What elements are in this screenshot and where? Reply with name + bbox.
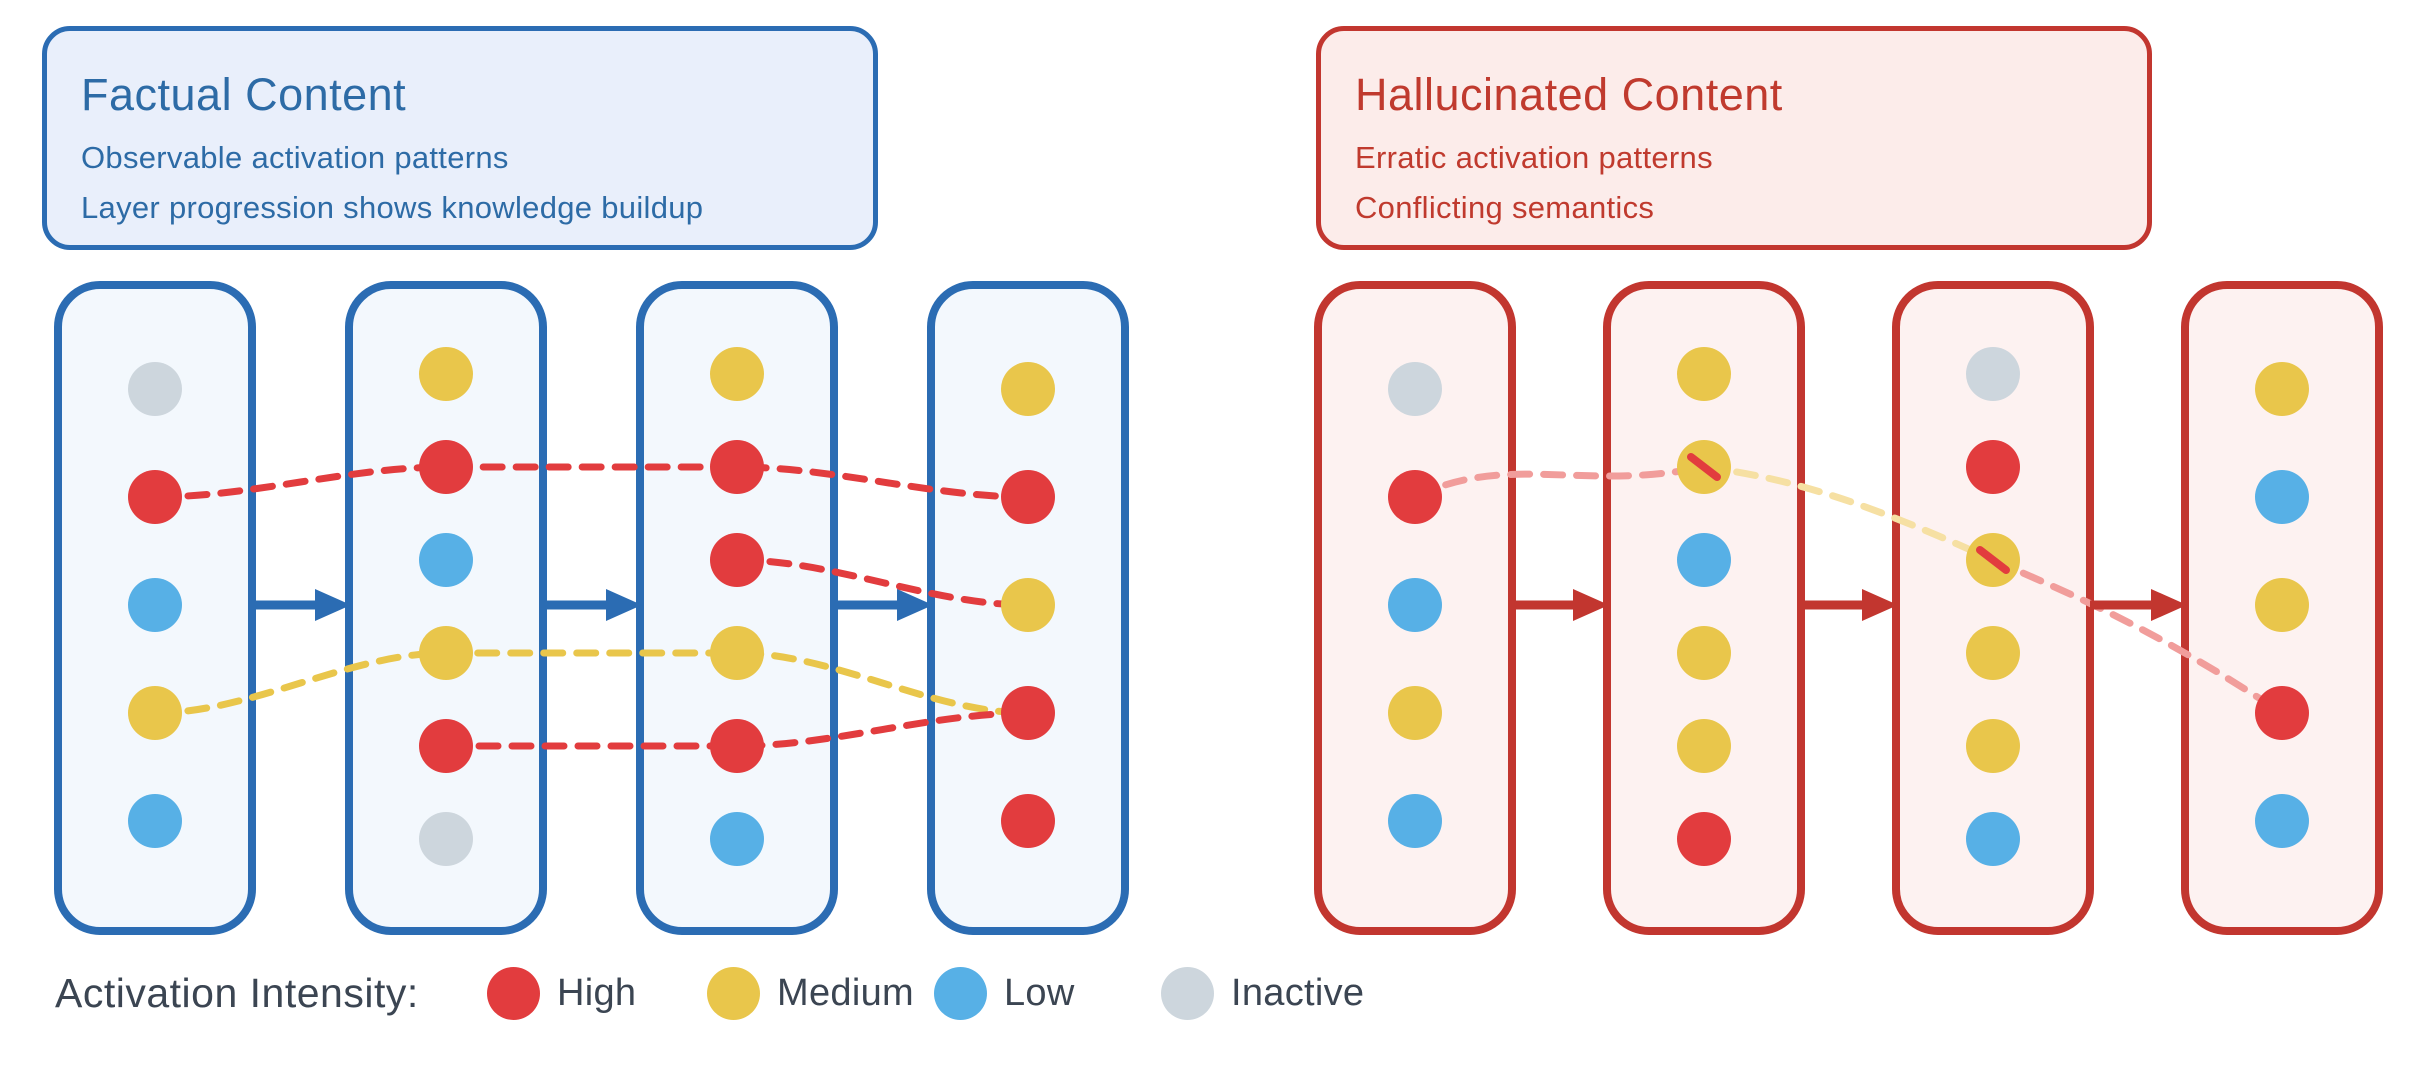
factual-neuron-dot-medium (1001, 578, 1055, 632)
factual-subtitle-1: Observable activation patterns (81, 140, 509, 175)
hallucinated-conflict-tick-icon (1976, 546, 2010, 574)
hallucinated-neuron-dot-inactive (1966, 347, 2020, 401)
hallucinated-activation-trace-2 (1700, 463, 1997, 564)
legend-item-label: High (557, 971, 637, 1014)
hallucinated-neuron-dot-low (1388, 578, 1442, 632)
medium-intensity-dot-icon (707, 966, 760, 1020)
hallucinated-arrow-head-icon (1573, 589, 1609, 621)
factual-neuron-dot-inactive (128, 362, 182, 416)
hallucinated-neuron-dot-high (1388, 470, 1442, 524)
factual-neuron-dot-medium (419, 347, 473, 401)
legend-label: Activation Intensity: (55, 970, 419, 1016)
factual-neuron-dot-high (1001, 686, 1055, 740)
hallucinated-neuron-dot-medium (1388, 686, 1442, 740)
factual-activation-trace-1 (151, 463, 1032, 501)
factual-neuron-dot-medium (1001, 362, 1055, 416)
factual-neuron-dot-inactive (419, 812, 473, 866)
factual-neuron-dot-high (419, 440, 473, 494)
factual-subtitle-2: Layer progression shows knowledge buildu… (81, 190, 704, 225)
hallucinated-neuron-dot-high (1677, 812, 1731, 866)
activation-intensity-legend: Activation Intensity: High Medium Low In… (0, 962, 2413, 1024)
hallucinated-neuron-dot-medium (1966, 626, 2020, 680)
factual-title: Factual Content (81, 69, 407, 120)
hallucinated-neuron-dot-low (2255, 470, 2309, 524)
hallucinated-neuron-dot-medium (1677, 347, 1731, 401)
hallucinated-neuron-dot-medium (2255, 362, 2309, 416)
factual-neuron-dot-low (710, 812, 764, 866)
factual-arrow-head-icon (606, 589, 642, 621)
high-intensity-dot-icon (487, 966, 540, 1020)
hallucinated-arrow-head-icon (2151, 589, 2187, 621)
factual-arrow-head-icon (315, 589, 351, 621)
legend-item-label: Low (1004, 971, 1075, 1014)
legend-item-label: Medium (777, 971, 914, 1014)
factual-neuron-dot-medium (710, 626, 764, 680)
hallucinated-neuron-dot-high (1966, 440, 2020, 494)
hallucinated-neuron-dot-low (1388, 794, 1442, 848)
hallucinated-neuron-dot-medium (1966, 719, 2020, 773)
low-intensity-dot-icon (934, 966, 987, 1020)
factual-activation-trace-3 (151, 649, 1032, 717)
inactive-intensity-dot-icon (1161, 966, 1214, 1020)
factual-arrow-head-icon (897, 589, 933, 621)
factual-neuron-dot-high (710, 533, 764, 587)
hallucinated-activation-trace-1 (1411, 463, 1708, 501)
factual-neuron-dot-high (710, 440, 764, 494)
hallucinated-neuron-dot-high (2255, 686, 2309, 740)
hallucinated-neuron-dot-medium (1677, 719, 1731, 773)
factual-neuron-dot-medium (128, 686, 182, 740)
hallucinated-activation-trace-3 (1989, 556, 2286, 717)
legend-item-low: Low (934, 962, 1075, 1024)
legend-item-medium: Medium (707, 962, 914, 1024)
factual-neuron-dot-low (128, 794, 182, 848)
hallucinated-subtitle-2: Conflicting semantics (1355, 190, 1655, 225)
factual-neuron-dot-high (1001, 470, 1055, 524)
hallucinated-neuron-dot-inactive (1388, 362, 1442, 416)
factual-neuron-dot-high (419, 719, 473, 773)
factual-neuron-dot-low (128, 578, 182, 632)
factual-activation-trace-4 (442, 709, 1032, 750)
hallucinated-conflict-tick-icon (1687, 453, 1721, 481)
factual-neuron-dot-medium (710, 347, 764, 401)
hallucinated-title: Hallucinated Content (1355, 69, 1783, 120)
hallucinated-neuron-dot-low (2255, 794, 2309, 848)
hallucinated-header-box: Hallucinated Content Erratic activation … (1316, 26, 2152, 250)
legend-item-inactive: Inactive (1161, 962, 1364, 1024)
legend-item-label: Inactive (1231, 971, 1365, 1014)
hallucinated-neuron-dot-medium (2255, 578, 2309, 632)
factual-neuron-dot-low (419, 533, 473, 587)
hallucinated-arrow-head-icon (1862, 589, 1898, 621)
factual-neuron-dot-medium (419, 626, 473, 680)
hallucinated-neuron-dot-low (1966, 812, 2020, 866)
factual-neuron-dot-high (1001, 794, 1055, 848)
hallucinated-neuron-dot-low (1677, 533, 1731, 587)
legend-item-high: High (487, 962, 636, 1024)
factual-neuron-dot-high (128, 470, 182, 524)
factual-neuron-dot-high (710, 719, 764, 773)
hallucinated-neuron-dot-medium (1677, 626, 1731, 680)
factual-activation-trace-2 (733, 556, 1032, 609)
hallucinated-subtitle-1: Erratic activation patterns (1355, 140, 1713, 175)
factual-header-box: Factual Content Observable activation pa… (42, 26, 878, 250)
